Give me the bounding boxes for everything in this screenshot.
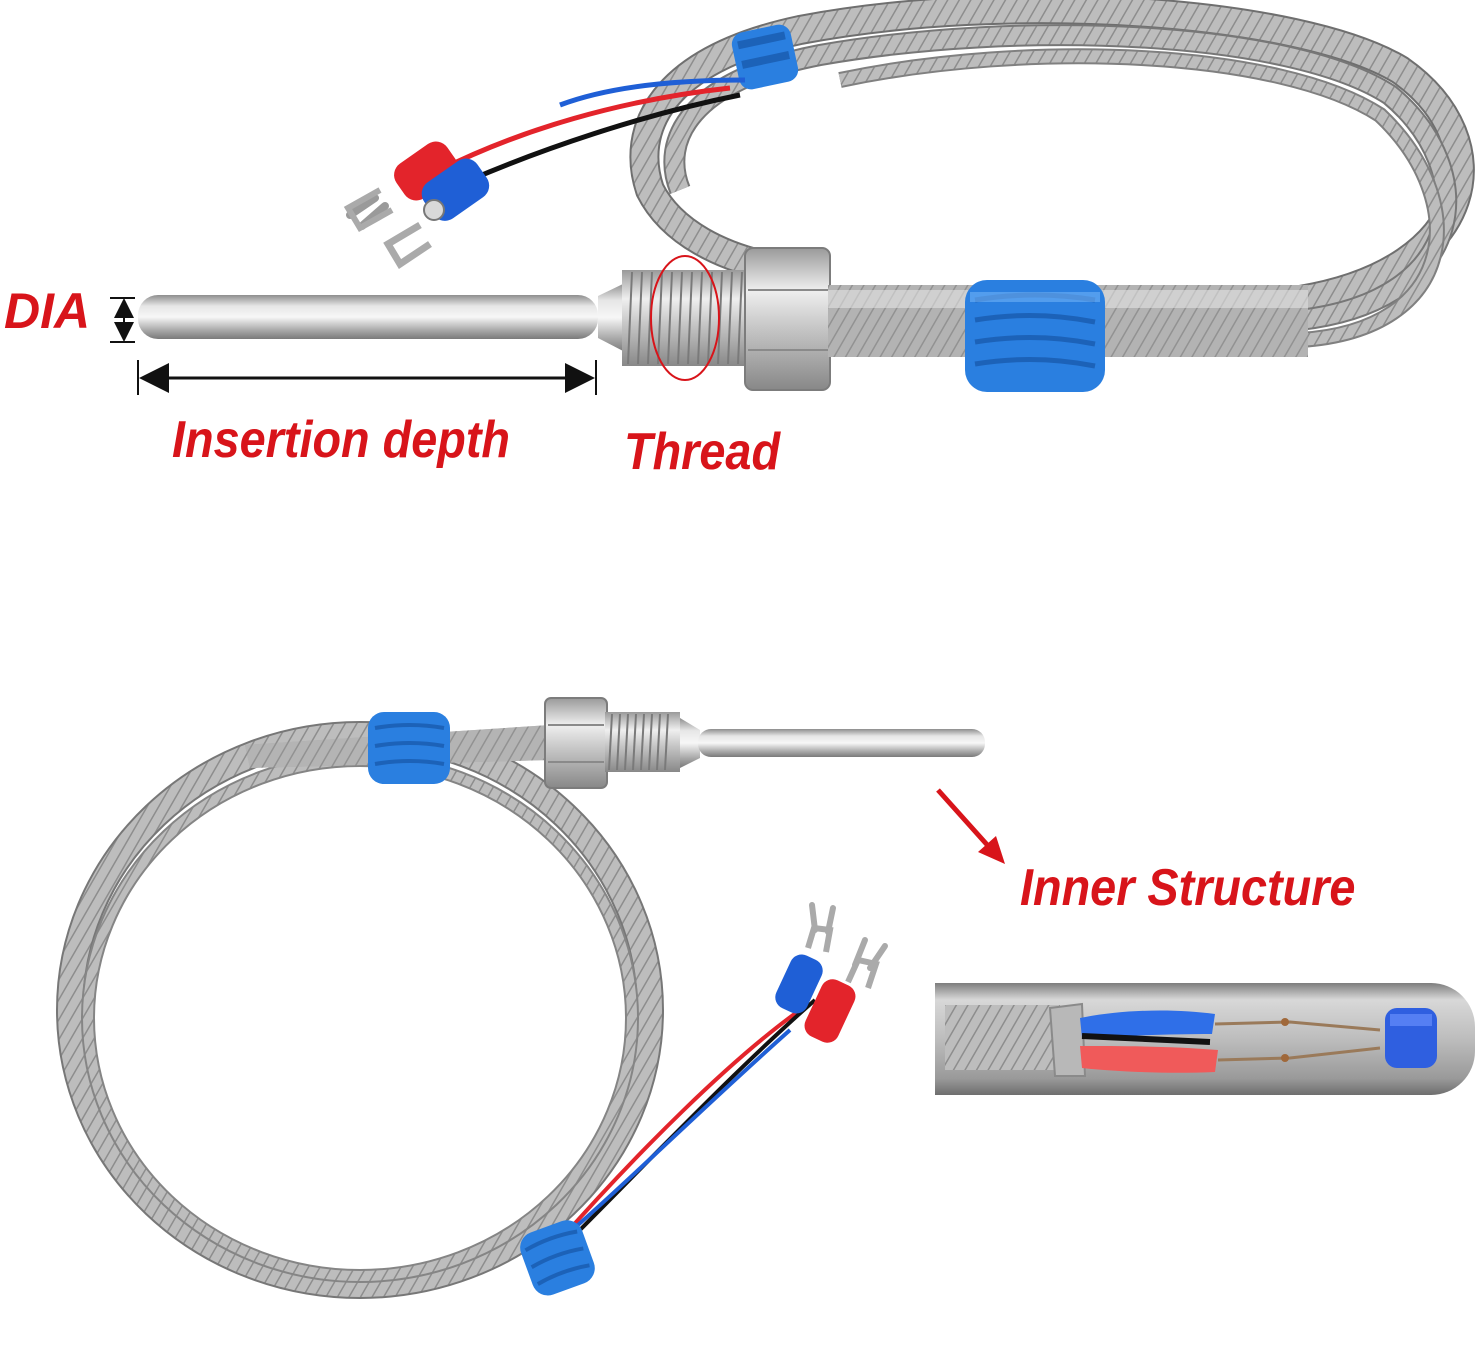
bottom-coil-tape (520, 1220, 595, 1296)
top-sleeve-tape (965, 280, 1105, 392)
inner-structure-label: Inner Structure (1020, 859, 1356, 917)
inner-structure-cutaway (935, 983, 1475, 1095)
top-hex-nut (744, 247, 831, 391)
insertion-depth-label: Insertion depth (172, 411, 511, 469)
thread-label: Thread (624, 423, 781, 481)
top-thread-section (622, 255, 747, 381)
top-cable-loop (629, 0, 1475, 348)
red-diagonal-arrow-icon (936, 788, 1005, 864)
blue-spade-terminal-top (383, 158, 490, 269)
dia-dimension-marker (110, 297, 135, 343)
bottom-sleeve-tape (368, 712, 450, 784)
red-spade-terminal-top (343, 141, 458, 233)
top-lead-wires (438, 77, 746, 183)
bottom-cable-coil (56, 721, 664, 1299)
bottom-hex-nut (544, 697, 608, 789)
bottom-thread-section (605, 712, 700, 772)
dia-label: DIA (4, 283, 91, 339)
bottom-probe-rod (698, 729, 985, 757)
top-probe-rod (138, 283, 625, 352)
blue-spade-terminal-bottom (775, 902, 836, 1014)
red-spade-terminal-bottom (804, 937, 888, 1043)
insertion-depth-dimension-arrow (137, 360, 597, 395)
bottom-lead-wires (558, 998, 817, 1247)
top-loop-tape (731, 24, 799, 90)
top-probe-assembly (110, 0, 1475, 395)
bottom-probe-assembly (56, 697, 1475, 1299)
